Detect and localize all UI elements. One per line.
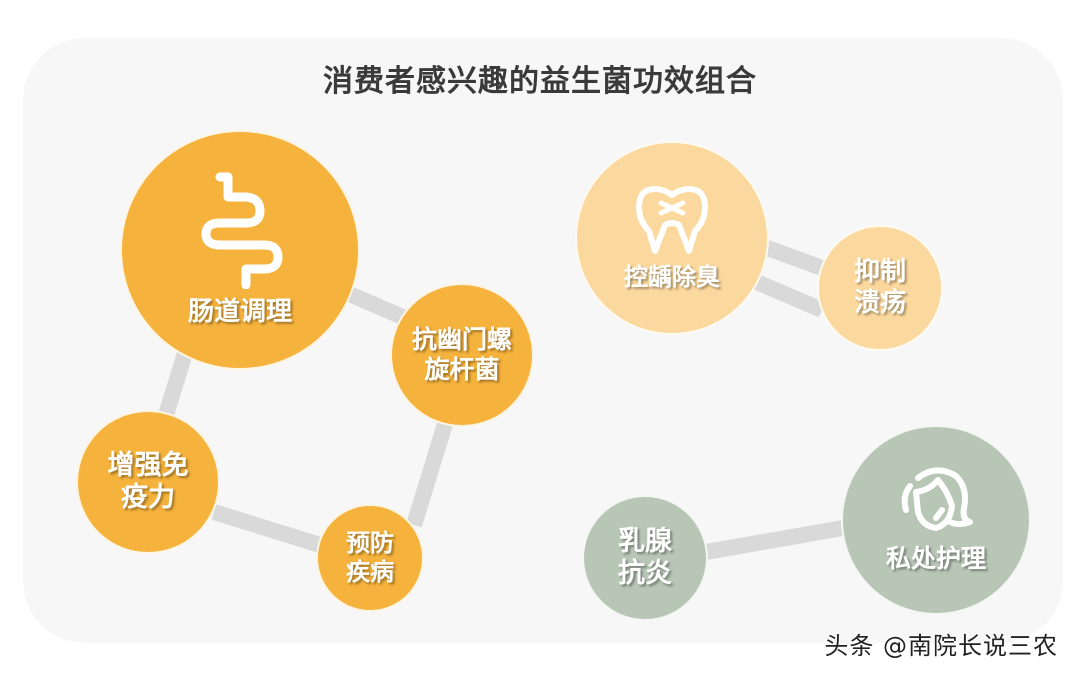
node-label-line1: 增强免 [107, 449, 189, 481]
watermark: 头条 @南院长说三农 [824, 632, 1058, 660]
link-immune-disease [211, 504, 323, 553]
node-label-line1: 乳腺 [618, 525, 672, 557]
intestine-icon [190, 171, 290, 290]
node-label-line1: 抗幽门螺 [411, 325, 512, 354]
node-intimate-care: 私处护理 [841, 425, 1031, 615]
node-label-line2: 溃疡 [853, 288, 906, 318]
link-disease-hp [406, 421, 453, 528]
link-gut-immune [158, 347, 194, 418]
node-label-line1: 预防 [346, 529, 394, 558]
node-label: 私处护理 [885, 544, 986, 573]
node-immunity: 增强免 疫力 [76, 410, 220, 554]
node-caries-odor: 控龋除臭 [575, 141, 769, 335]
node-ulcer-inhibition: 抑制 溃疡 [817, 225, 943, 351]
link-caries-ulcer-2 [748, 272, 826, 318]
node-label: 肠道调理 [187, 297, 292, 328]
diagram-title: 消费者感兴趣的益生菌功效组合 [323, 64, 757, 99]
node-anti-helicobacter: 抗幽门螺 旋杆菌 [390, 283, 534, 427]
link-breast-intimate [704, 520, 845, 560]
link-caries-ulcer-1 [759, 238, 825, 276]
tooth-icon [635, 185, 709, 255]
node-label-line2: 疫力 [121, 482, 175, 513]
node-label: 控龋除臭 [624, 262, 720, 291]
node-label-line1: 抑制 [853, 256, 906, 287]
node-gut-health: 肠道调理 [120, 130, 360, 370]
node-disease-prevention: 预防 疾病 [316, 504, 424, 612]
node-breast-anti-inflammation: 乳腺 抗炎 [582, 495, 708, 621]
node-label-line2: 疾病 [346, 558, 394, 586]
node-label-line2: 旋杆菌 [424, 355, 500, 384]
woman-face-icon [896, 466, 976, 536]
node-label-line2: 抗炎 [618, 558, 672, 589]
